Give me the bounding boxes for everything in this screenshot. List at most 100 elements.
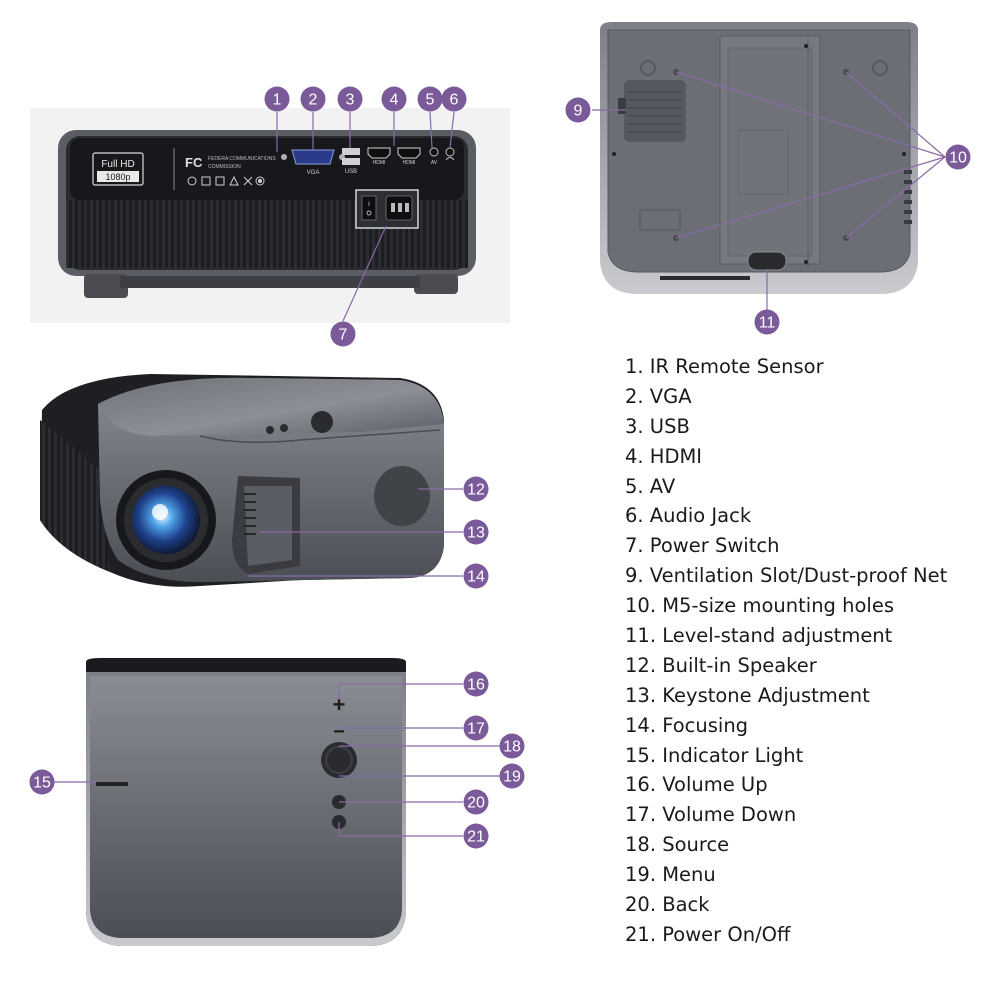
- legend-item: 1. IR Remote Sensor: [625, 355, 824, 378]
- legend-item: 3. USB: [625, 414, 690, 438]
- callout-marker-6: 6: [441, 86, 467, 112]
- callout-marker-circle: [499, 733, 525, 759]
- leader-10d: [845, 156, 946, 239]
- legend-item: 13. Keystone Adjustment: [625, 683, 870, 707]
- leader-10b: [845, 71, 946, 158]
- legend-item: 15. Indicator Light: [625, 743, 804, 767]
- callout-marker-number: 15: [33, 775, 51, 792]
- callout-marker-7: 7: [330, 321, 356, 347]
- callout-marker-number: 4: [390, 92, 399, 109]
- hdmi1-port-label: HDMI: [373, 160, 386, 166]
- vga-port-label: VGA: [307, 170, 320, 176]
- callout-marker-circle: [463, 715, 489, 741]
- full-hd-badge-bottom: 1080p: [105, 172, 130, 182]
- callout-marker-number: 12: [467, 482, 485, 499]
- callout-marker-12: 12: [463, 476, 489, 502]
- legend-item: 6. Audio Jack: [625, 504, 752, 528]
- callout-marker-circle: [264, 86, 290, 112]
- callout-marker-circle: [300, 86, 326, 112]
- bottom-view-projector: [600, 22, 918, 294]
- speaker-grille: [374, 466, 430, 526]
- callout-marker-circle: [463, 823, 489, 849]
- legend-item: 2. VGA: [625, 384, 692, 408]
- hdmi-ports: [367, 147, 421, 159]
- legend-item: 4. HDMI: [625, 444, 703, 468]
- callout-marker-number: 1: [273, 92, 282, 109]
- callout-marker-21: 21: [463, 823, 489, 849]
- rear-foot-left: [84, 274, 128, 298]
- leader-lines: [54, 71, 946, 837]
- callout-marker-circle: [330, 321, 356, 347]
- indicator-light: [96, 782, 128, 786]
- callout-marker-13: 13: [463, 519, 489, 545]
- legend-item: 7. Power Switch: [625, 534, 780, 558]
- callout-marker-9: 9: [565, 97, 591, 123]
- legend-item: 20. Back: [625, 893, 710, 917]
- top-control-dial: [311, 411, 333, 433]
- callout-marker-number: 13: [467, 525, 485, 542]
- legend-item: 19. Menu: [625, 863, 716, 887]
- av-jack: [429, 147, 439, 157]
- callout-marker-number: 16: [467, 677, 485, 694]
- legend-item: 18. Source: [625, 833, 730, 857]
- legend-item: 21. Power On/Off: [625, 922, 791, 946]
- side-vent-grille: [40, 420, 110, 572]
- callout-marker-1: 1: [264, 86, 290, 112]
- headphone-icon: [445, 157, 455, 161]
- power-switch-module: I: [355, 189, 419, 229]
- legend-item: 10. M5-size mounting holes: [625, 594, 894, 618]
- callout-marker-circle: [381, 86, 407, 112]
- callout-marker-circle: [441, 86, 467, 112]
- callout-marker-14: 14: [463, 563, 489, 589]
- svg-text:I: I: [368, 202, 370, 208]
- callout-marker-number: 7: [339, 327, 348, 344]
- callout-marker-16: 16: [463, 671, 489, 697]
- callout-marker-number: 21: [467, 829, 485, 846]
- callout-marker-5: 5: [417, 86, 443, 112]
- rear-io-panel: [70, 138, 464, 200]
- level-stand-foot: [747, 251, 787, 271]
- fcc-statement-line1: FEDERA COMMUNICATIONS: [208, 156, 276, 162]
- legend-item: 5. AV: [625, 474, 676, 498]
- callout-marker-number: 11: [759, 315, 776, 332]
- callout-marker-15: 15: [29, 769, 55, 795]
- callout-marker-circle: [463, 476, 489, 502]
- callout-marker-circle: [463, 519, 489, 545]
- certification-icons: [187, 175, 265, 186]
- callout-marker-circle: [565, 97, 591, 123]
- leader-6: [449, 111, 455, 149]
- callout-marker-number: 5: [426, 92, 435, 109]
- legend-item: 12. Built-in Speaker: [625, 653, 817, 677]
- component-legend: 1. IR Remote Sensor 2. VGA 3. USB 4. HDMI 5.…: [625, 352, 947, 950]
- rear-view-projector: Full HD 1080p FC FEDERA COMMUNICATIONS C…: [30, 108, 510, 323]
- callout-marker-11: 11: [754, 309, 780, 335]
- callout-marker-4: 4: [381, 86, 407, 112]
- callout-marker-18: 18: [499, 733, 525, 759]
- legend-item: 17. Volume Down: [625, 803, 797, 827]
- callout-marker-circle: [29, 769, 55, 795]
- dust-proof-net: [624, 80, 686, 142]
- top-view-projector: + −: [86, 658, 406, 946]
- leader-7: [342, 225, 387, 322]
- leader-5: [429, 111, 433, 149]
- hdmi2-port-label: HDMI: [403, 160, 416, 166]
- callout-marker-number: 9: [574, 103, 583, 120]
- leader-10a: [675, 71, 946, 158]
- callout-marker-circle: [463, 563, 489, 589]
- callout-marker-20: 20: [463, 789, 489, 815]
- callout-marker-number: 18: [503, 739, 521, 756]
- callout-marker-number: 17: [467, 721, 485, 738]
- callout-marker-3: 3: [337, 86, 363, 112]
- usb-ports: [342, 148, 360, 165]
- fcc-logo: FC: [185, 155, 203, 170]
- front-view-projector: [40, 374, 444, 587]
- callout-marker-circle: [463, 671, 489, 697]
- legend-item: 9. Ventilation Slot/Dust-proof Net: [625, 564, 948, 588]
- callout-marker-circle: [417, 86, 443, 112]
- leader-10c: [675, 156, 946, 239]
- callout-marker-number: 20: [467, 795, 485, 812]
- callout-marker-number: 3: [346, 92, 355, 109]
- volume-up-symbol: +: [333, 692, 346, 717]
